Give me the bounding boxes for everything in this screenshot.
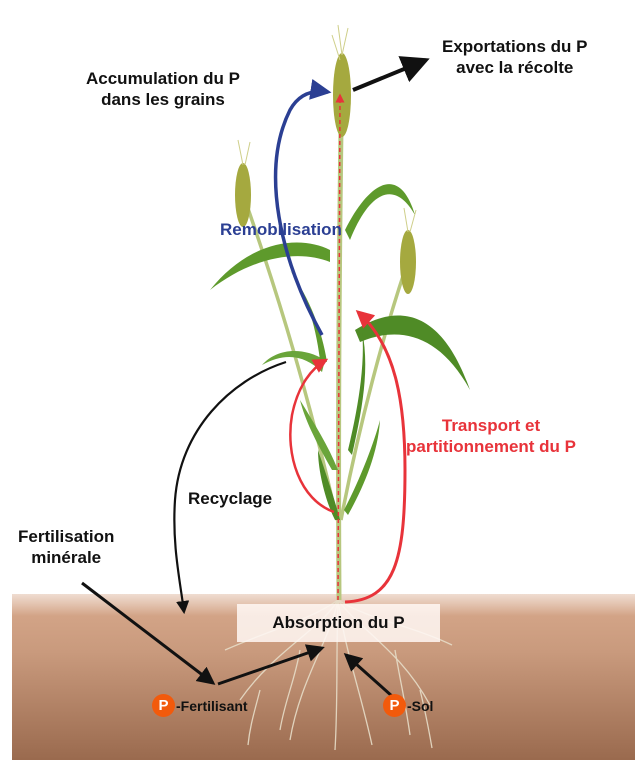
p-sol-node: P -Sol [383,694,433,717]
label-fertilisation: Fertilisation minérale [18,526,114,568]
label-fertilisant: -Fertilisant [176,698,248,714]
label-accumulation: Accumulation du P dans les grains [86,68,240,110]
p-marker-icon: P [152,694,175,717]
label-sol: -Sol [407,698,433,714]
exportations-arrow [353,60,426,90]
label-exportations: Exportations du P avec la récolte [442,36,587,78]
wheat-plant [210,25,470,600]
remobilisation-arrow [276,91,328,335]
label-transport: Transport et partitionnement du P [406,415,576,457]
absorption-box: Absorption du P [237,604,440,642]
label-absorption: Absorption du P [272,613,404,633]
p-fertilisant-node: P -Fertilisant [152,694,248,717]
p-marker-icon: P [383,694,406,717]
label-recyclage: Recyclage [188,488,272,509]
recyclage-arrow [174,362,286,612]
label-remobilisation: Remobilisation [220,219,342,240]
